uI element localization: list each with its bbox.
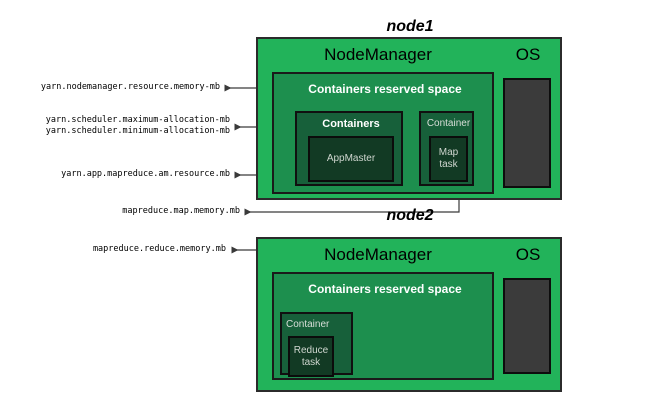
- node1-map-task-line2: task: [439, 159, 458, 170]
- annotation-scheduler-allocation-line1: yarn.scheduler.maximum-allocation-mb: [45, 115, 230, 125]
- node2-os-title: OS: [515, 245, 541, 264]
- node2-box: NodeManager OS Containers reserved space…: [256, 237, 562, 392]
- annotation-reduce-memory-line1: mapreduce.reduce.memory.mb: [92, 244, 226, 254]
- node2-title: node2: [386, 207, 434, 224]
- annotation-am-resource-line1: yarn.app.mapreduce.am.resource.mb: [61, 169, 230, 179]
- node2-reduce-task-line2: task: [301, 356, 321, 368]
- node2-reduce-task-line1: Reduce: [293, 344, 329, 356]
- node2-reduce-task-label: Reduce task: [294, 345, 328, 369]
- node1-title: node1: [386, 18, 434, 35]
- node2-os-slab: [503, 278, 551, 374]
- node1-nodemanager-title: NodeManager: [324, 45, 432, 64]
- node2-nodemanager-title: NodeManager: [324, 245, 432, 264]
- node1-container-map-label: Container: [426, 118, 471, 129]
- node2-reserved-label: Containers reserved space: [308, 282, 462, 296]
- annotation-nm-resource-memory: yarn.nodemanager.resource.memory-mb: [10, 82, 220, 93]
- node2-container-reduce-label: Container: [286, 319, 330, 330]
- annotation-map-memory-line1: mapreduce.map.memory.mb: [122, 206, 240, 216]
- node1-map-task-label: Map task: [439, 147, 458, 171]
- node1-os-slab: [503, 78, 551, 188]
- node1-appmaster-label: AppMaster: [326, 153, 376, 164]
- node2-container-reduce: Container Reduce task: [280, 312, 353, 377]
- node1-containers-group-label: Containers: [322, 118, 380, 130]
- annotation-map-memory: mapreduce.map.memory.mb: [20, 206, 240, 217]
- annotation-scheduler-allocation: yarn.scheduler.maximum-allocation-mb yar…: [10, 115, 230, 137]
- node1-reserved-space: Containers reserved space Containers App…: [272, 72, 494, 194]
- node2-reserved-space: Containers reserved space Container Redu…: [272, 272, 494, 380]
- node1-appmaster: AppMaster: [308, 136, 394, 182]
- node1-reserved-label: Containers reserved space: [308, 82, 462, 96]
- node1-map-task: Map task: [429, 136, 468, 182]
- node1-containers-group: Containers AppMaster: [295, 111, 403, 186]
- node1-container-map: Container Map task: [419, 111, 474, 186]
- annotation-nm-resource-memory-line1: yarn.nodemanager.resource.memory-mb: [40, 82, 220, 92]
- node2-reduce-task: Reduce task: [288, 336, 334, 377]
- annotation-scheduler-allocation-line2: yarn.scheduler.minimum-allocation-mb: [45, 126, 230, 136]
- annotation-am-resource: yarn.app.mapreduce.am.resource.mb: [10, 169, 230, 180]
- node1-map-task-line1: Map: [438, 147, 459, 158]
- node1-box: NodeManager OS Containers reserved space…: [256, 37, 562, 200]
- annotation-reduce-memory: mapreduce.reduce.memory.mb: [10, 244, 226, 255]
- node1-os-title: OS: [515, 45, 541, 64]
